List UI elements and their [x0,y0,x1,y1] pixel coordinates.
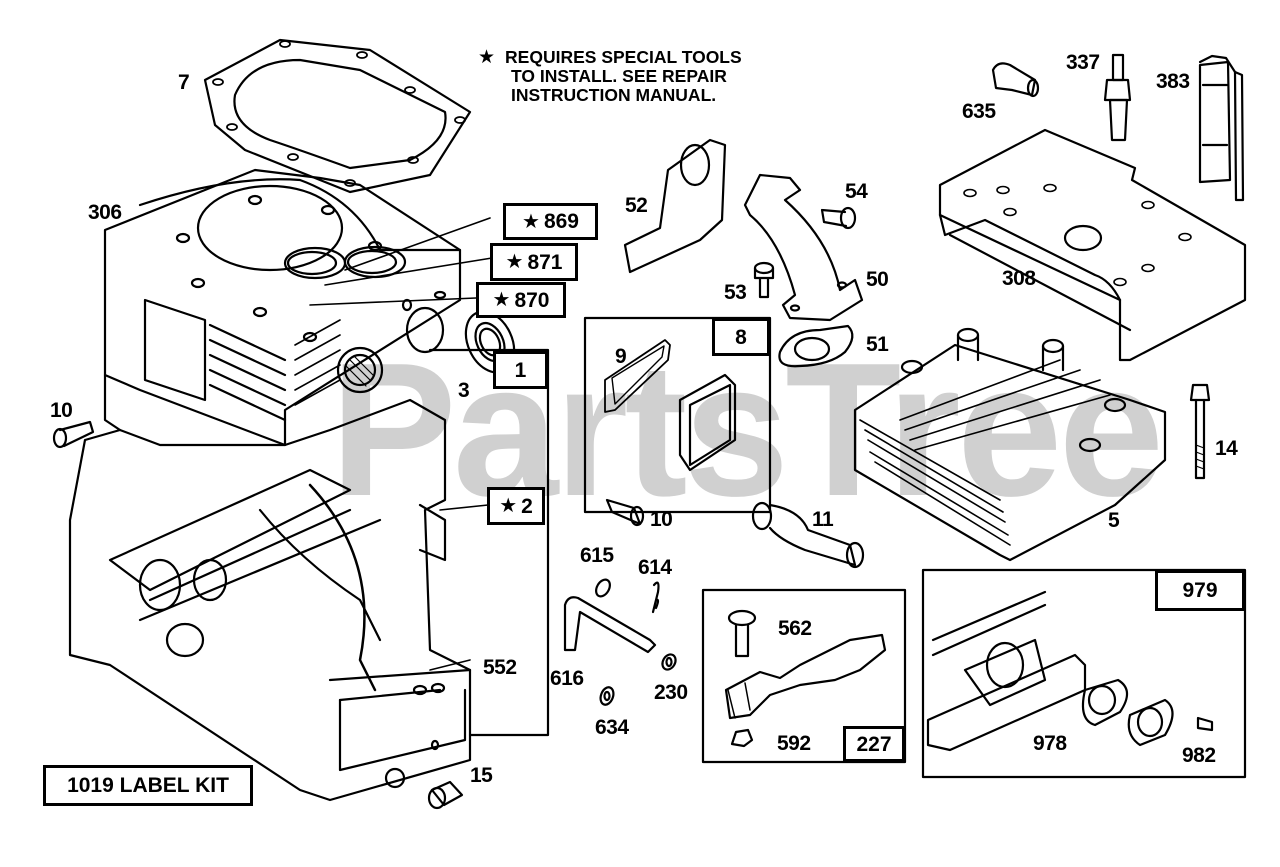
cylinder-block-306 [103,168,462,447]
cylinder-head-gasket-7 [203,38,472,194]
callout-978[interactable]: 978 [1033,732,1067,755]
callout-52[interactable]: 52 [625,194,648,217]
bolt-53 [753,261,775,299]
spark-plug-boot-635 [991,62,1040,98]
callout-54[interactable]: 54 [845,180,868,203]
callout-11[interactable]: 11 [812,508,834,531]
callout-3[interactable]: 3 [458,379,470,402]
group-227-frame [701,588,907,764]
callout-1-group[interactable]: 1 [493,351,548,389]
callout-51[interactable]: 51 [866,333,889,356]
crankcase [68,398,472,802]
callout-383[interactable]: 383 [1156,70,1190,93]
callout-10-center[interactable]: 10 [650,508,673,531]
leader-lines [309,217,493,671]
callout-53[interactable]: 53 [724,281,747,304]
callout-2-special[interactable]: ★2 [487,487,545,525]
breather-tube-11 [751,501,865,569]
special-tools-note: ★REQUIRES SPECIAL TOOLS TO INSTALL. SEE … [478,47,742,105]
cotter-pin-614 [651,581,660,614]
callout-7[interactable]: 7 [178,71,190,94]
callout-979-group[interactable]: 979 [1155,570,1245,611]
label-kit-1019[interactable]: 1019 LABEL KIT [43,765,253,806]
cylinder-shroud-308 [938,128,1247,362]
callout-635[interactable]: 635 [962,100,996,123]
star-icon: ★ [522,210,540,233]
callout-871-special[interactable]: ★871 [490,243,578,281]
drain-plug-15 [427,780,464,810]
callout-592[interactable]: 592 [777,732,811,755]
gasket-51 [778,324,854,368]
callout-614[interactable]: 614 [638,556,672,579]
callout-337[interactable]: 337 [1066,51,1100,74]
callout-227-group[interactable]: 227 [843,726,905,762]
callout-5[interactable]: 5 [1108,509,1120,532]
bolt-10-center [605,498,645,527]
callout-615[interactable]: 615 [580,544,614,567]
gasket-52 [623,138,727,274]
washer-230 [661,653,677,671]
cylinder-head-5 [853,327,1167,562]
callout-15[interactable]: 15 [470,764,493,787]
clip-615 [595,578,611,598]
bolt-54 [820,206,857,230]
callout-10-left[interactable]: 10 [50,399,73,422]
star-icon: ★ [492,289,511,311]
callout-870-special[interactable]: ★870 [476,282,566,318]
head-bolt-14 [1189,383,1211,480]
star-icon: ★ [478,47,496,68]
spark-plug-tool-383 [1198,54,1245,202]
callout-50[interactable]: 50 [866,268,889,291]
callout-634[interactable]: 634 [595,716,629,739]
callout-308[interactable]: 308 [1002,267,1036,290]
callout-552[interactable]: 552 [483,656,517,679]
washer-634 [599,686,615,706]
callout-8-group[interactable]: 8 [712,318,770,356]
group-979-frame [921,568,1247,779]
callout-9[interactable]: 9 [615,345,627,368]
callout-306[interactable]: 306 [88,201,122,224]
callout-230[interactable]: 230 [654,681,688,704]
exhaust-elbow-50 [743,173,864,322]
star-icon: ★ [505,251,524,273]
callout-982[interactable]: 982 [1182,744,1216,767]
callout-869-special[interactable]: ★869 [503,203,598,240]
spark-plug-337 [1103,53,1132,142]
group-1-frame [428,348,550,737]
callout-562[interactable]: 562 [778,617,812,640]
governor-rod-616 [563,596,657,654]
star-icon: ★ [499,495,518,517]
callout-616[interactable]: 616 [550,667,584,690]
bolt-10-left [52,420,95,449]
callout-14[interactable]: 14 [1215,437,1238,460]
